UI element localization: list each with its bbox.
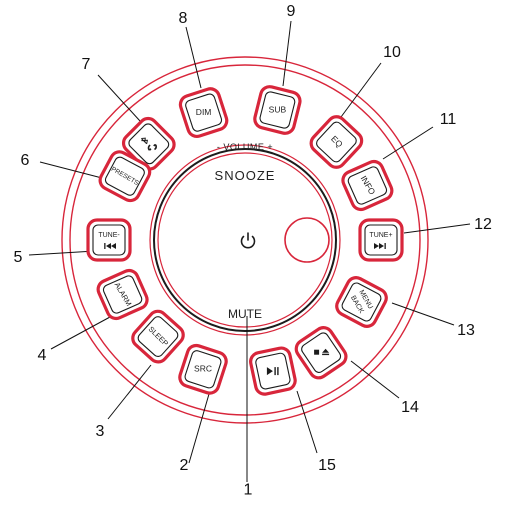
volume-knob[interactable]: [284, 217, 330, 263]
stop-eject-icon: [314, 348, 330, 356]
outer-ring-outer: [61, 56, 429, 424]
sub-button-face: [259, 91, 296, 129]
bluetooth-button-face: [128, 123, 170, 165]
link-icon: [147, 143, 157, 151]
bluetooth-button[interactable]: [120, 115, 178, 173]
callout-number-13: 13: [457, 322, 475, 339]
tune-plus-button-content: TUNE+: [369, 232, 393, 249]
outer-ring-inner: [69, 64, 421, 416]
bluetooth-button-content: [141, 137, 157, 151]
play-pause-button-face: [255, 352, 291, 390]
tune-minus-button-label: TUNE-: [98, 232, 120, 239]
stop-eject-button-content: [314, 348, 330, 356]
stop-eject-button[interactable]: [293, 324, 350, 381]
callout-number-3: 3: [96, 423, 105, 440]
snooze-label[interactable]: SNOOZE: [215, 168, 276, 183]
next-track-icon: [374, 243, 386, 249]
callout-number-8: 8: [179, 10, 188, 27]
bluetooth-icon: [141, 137, 149, 145]
info-button-face: [347, 166, 388, 205]
tune-plus-button[interactable]: TUNE+: [358, 218, 404, 262]
sub-button-content: SUB: [269, 104, 287, 114]
dim-button[interactable]: DIM: [178, 86, 229, 139]
tune-plus-button-face: [364, 224, 398, 256]
volume-label: - VOLUME +: [217, 142, 273, 152]
presets-button-face: [104, 156, 145, 196]
button-track-ring: [149, 144, 341, 336]
tune-minus-button-content: TUNE-: [98, 232, 120, 249]
callout-numbers: 1 2 3 4 5 6 7 8 9 10 11 12 13 14 15: [14, 3, 492, 498]
center-dial-inner: [157, 152, 333, 328]
alarm-button[interactable]: ALARM: [95, 268, 150, 322]
callout-number-4: 4: [38, 347, 47, 364]
eq-button[interactable]: EQ: [307, 113, 365, 171]
dim-button-face: [185, 93, 223, 132]
stop-eject-button-face: [301, 332, 342, 373]
power-icon[interactable]: [240, 232, 256, 249]
callout-lines: [28, 20, 471, 482]
callout-number-1: 1: [244, 481, 253, 498]
play-pause-icon: [266, 367, 279, 376]
callout-number-9: 9: [287, 3, 296, 20]
src-button-face: [184, 350, 222, 389]
mute-label[interactable]: MUTE: [228, 307, 262, 321]
tune-minus-button[interactable]: TUNE-: [86, 218, 132, 262]
eq-button-face: [316, 121, 357, 163]
callout-number-5: 5: [14, 249, 23, 266]
callout-number-15: 15: [318, 457, 336, 474]
callout-number-14: 14: [401, 399, 419, 416]
alarm-button-face: [102, 275, 143, 314]
callout-number-7: 7: [82, 56, 91, 73]
center-dial-outer[interactable]: [153, 148, 337, 332]
previous-track-icon: [104, 243, 116, 249]
callout-number-10: 10: [383, 44, 401, 61]
play-pause-button-content: [266, 367, 279, 376]
callout-number-2: 2: [180, 457, 189, 474]
callout-number-11: 11: [440, 111, 457, 128]
tune-minus-button-face: [92, 224, 126, 256]
info-button[interactable]: INFO: [340, 159, 395, 213]
dim-button-content: DIM: [196, 107, 212, 117]
menu-back-button-face: [341, 282, 382, 322]
sub-button-label: SUB: [269, 104, 287, 114]
sleep-button[interactable]: SLEEP: [129, 308, 187, 366]
src-button[interactable]: SRC: [177, 343, 228, 395]
callout-number-12: 12: [474, 216, 492, 233]
src-button-label: SRC: [194, 364, 212, 374]
tune-plus-button-label: TUNE+: [369, 232, 392, 239]
callout-number-6: 6: [21, 152, 30, 169]
dim-button-label: DIM: [196, 107, 212, 117]
play-pause-button[interactable]: [249, 346, 297, 396]
sleep-button-face: [137, 316, 179, 358]
presets-button[interactable]: PRESETS: [97, 149, 153, 204]
src-button-content: SRC: [194, 364, 212, 374]
sub-button[interactable]: SUB: [253, 85, 302, 135]
